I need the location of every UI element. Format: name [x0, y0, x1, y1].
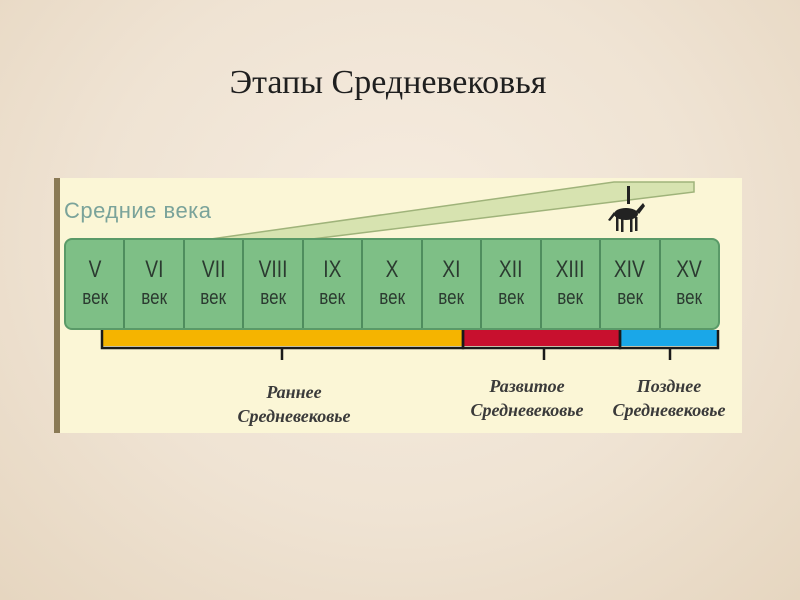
- century-unit: век: [676, 287, 703, 309]
- century-unit: век: [557, 287, 584, 309]
- century-unit: век: [319, 287, 346, 309]
- century-unit: век: [498, 287, 524, 309]
- century-unit: век: [141, 287, 168, 309]
- early-period-line2: Средневековье: [237, 406, 351, 426]
- panel-left-edge: [54, 178, 60, 433]
- early-period-line1: Раннее: [266, 382, 322, 402]
- high-period-line1: Развитое: [489, 376, 565, 396]
- century-cell: XV век: [661, 240, 718, 328]
- century-number: X: [385, 256, 399, 283]
- century-number: XII: [499, 256, 523, 283]
- century-cell: XI век: [423, 240, 483, 328]
- century-number: VII: [201, 256, 226, 283]
- period-brackets: [100, 330, 720, 360]
- late-period-label: Позднее Средневековье: [594, 374, 742, 422]
- century-unit: век: [81, 287, 108, 309]
- century-number: XV: [676, 256, 703, 283]
- century-unit: век: [200, 287, 227, 309]
- high-period-label: Развитое Средневековье: [446, 374, 608, 422]
- century-number: XI: [442, 256, 461, 283]
- century-cell: VII век: [185, 240, 245, 328]
- century-cell: XII век: [482, 240, 542, 328]
- century-cell: XIII век: [542, 240, 602, 328]
- century-number: VIII: [258, 256, 288, 283]
- century-cell: VIII век: [244, 240, 304, 328]
- high-period-line2: Средневековье: [470, 400, 584, 420]
- ribbon-label: Средние века: [64, 198, 212, 223]
- century-unit: век: [616, 287, 643, 309]
- century-number: XIII: [555, 256, 585, 283]
- century-number: V: [88, 256, 102, 283]
- late-period-bar: [620, 330, 718, 346]
- late-period-line2: Средневековье: [612, 400, 726, 420]
- late-period-line1: Позднее: [636, 376, 702, 396]
- slide-title: Этапы Средневековья: [229, 64, 547, 101]
- century-cell: XIV век: [601, 240, 661, 328]
- century-unit: век: [438, 287, 465, 309]
- high-period-bar: [463, 330, 620, 346]
- century-number: XIV: [614, 256, 646, 283]
- century-number: VI: [145, 256, 164, 283]
- century-number: IX: [323, 256, 342, 283]
- century-cell: IX век: [304, 240, 364, 328]
- century-unit: век: [260, 287, 286, 309]
- century-cell: VI век: [125, 240, 185, 328]
- early-period-label: Раннее Средневековье: [204, 380, 384, 428]
- early-period-bar: [102, 330, 463, 346]
- horse-rider-icon: [608, 186, 645, 232]
- century-unit: век: [379, 287, 405, 309]
